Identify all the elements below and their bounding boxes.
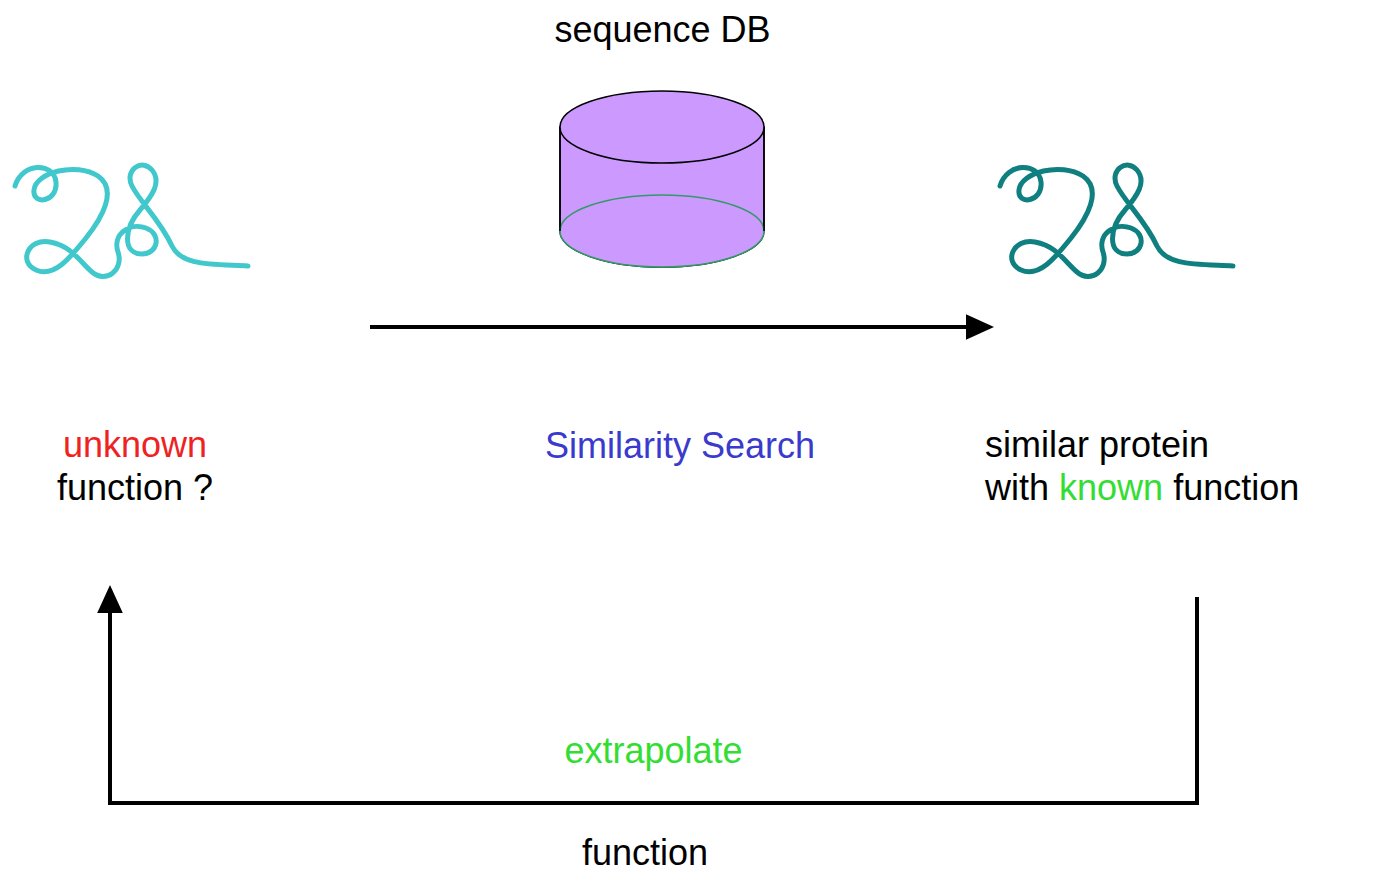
connector-arrow [110, 589, 1197, 803]
node-text-line: with known function [985, 466, 1385, 509]
node-text: known [1059, 467, 1163, 508]
node-text: sequence DB [540, 8, 785, 51]
protein-node: similar proteinwith known function [985, 140, 1385, 509]
connector-arrow [370, 325, 990, 329]
edge-label: extrapolate [558, 729, 748, 772]
protein-backbone [1000, 165, 1233, 276]
node-text: function ? [10, 466, 260, 509]
node-text: with [985, 467, 1049, 508]
protein-chain [10, 148, 260, 298]
protein-chain [995, 148, 1245, 298]
node-text: function [1173, 467, 1299, 508]
database-node: sequence DB [540, 8, 785, 276]
database-cylinder [540, 51, 785, 276]
node-text: similar protein [985, 423, 1385, 466]
node-text: unknown [10, 423, 260, 466]
cylinder-bottom [560, 195, 764, 267]
protein-backbone [15, 165, 248, 276]
edge-label: Similarity Search [539, 424, 821, 467]
note-label: function [576, 831, 714, 874]
cylinder-top [560, 91, 764, 163]
protein-node: unknownfunction ? [10, 140, 260, 509]
